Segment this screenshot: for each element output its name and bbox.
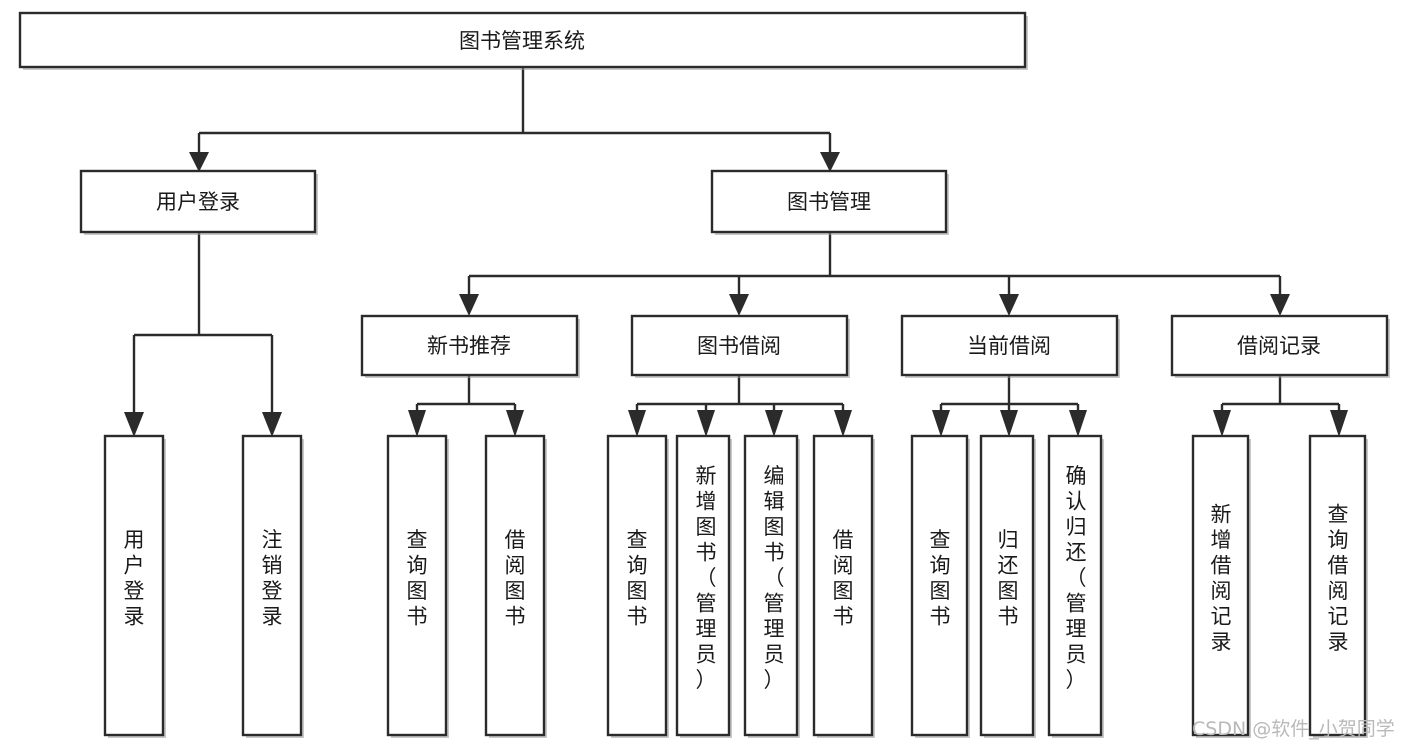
node-leaf-borrow-book-1[interactable]: 借阅图书 (484, 434, 547, 738)
node-leaf-borrow-book-2[interactable]: 借阅图书 (812, 434, 875, 738)
node-label-leaf-edit-book: 编辑图书（管理员） (764, 464, 785, 692)
node-label-leaf-user-login: 用户登录 (124, 528, 145, 629)
node-label-current-borrow: 当前借阅 (967, 334, 1051, 358)
node-label-leaf-borrow-book-2: 借阅图书 (833, 528, 854, 629)
arrow-icon (697, 410, 715, 437)
node-book-manage[interactable]: 图书管理 (710, 169, 949, 235)
node-book-borrow[interactable]: 图书借阅 (630, 314, 850, 378)
arrow-icon (834, 410, 852, 437)
node-leaf-edit-book[interactable]: 编辑图书（管理员） (743, 434, 800, 738)
node-current-borrow[interactable]: 当前借阅 (900, 314, 1120, 378)
arrow-icon (1000, 410, 1018, 437)
arrow-icon (729, 294, 749, 316)
node-label-leaf-user-logout: 注销登录 (262, 528, 283, 629)
arrow-icon (1213, 410, 1231, 437)
arrow-icon (124, 412, 144, 437)
node-label-leaf-confirm-return: 确认归还（管理员） (1066, 464, 1087, 692)
arrow-icon (765, 410, 783, 437)
arrowhead-group (124, 152, 1348, 437)
arrow-icon (1069, 410, 1087, 437)
node-label-root: 图书管理系统 (459, 29, 585, 53)
arrow-icon (820, 152, 840, 172)
node-label-leaf-query-record: 查询借阅记录 (1328, 502, 1349, 654)
arrow-icon (628, 410, 646, 437)
leaf-node-group: 用户登录 注销登录 查询图书 借阅图书 查询图书 (103, 434, 1368, 738)
node-label-leaf-add-record: 新增借阅记录 (1211, 502, 1232, 654)
node-leaf-user-logout[interactable]: 注销登录 (241, 434, 304, 738)
node-label-book-borrow: 图书借阅 (697, 334, 781, 358)
arrow-icon (262, 412, 282, 437)
node-leaf-user-login[interactable]: 用户登录 (103, 434, 166, 738)
arrow-icon (189, 152, 209, 172)
node-label-new-book-recommend: 新书推荐 (427, 334, 511, 358)
node-leaf-return-book[interactable]: 归还图书 (979, 434, 1036, 738)
node-label-book-manage: 图书管理 (787, 190, 871, 214)
arrow-icon (1330, 410, 1348, 437)
node-label-user-login: 用户登录 (156, 190, 240, 214)
node-leaf-query-book-1[interactable]: 查询图书 (386, 434, 449, 738)
arrow-icon (506, 410, 524, 437)
node-label-leaf-return-book: 归还图书 (998, 528, 1019, 629)
node-leaf-add-record[interactable]: 新增借阅记录 (1191, 434, 1251, 738)
node-leaf-query-book-2[interactable]: 查询图书 (606, 434, 669, 738)
arrow-icon (1270, 294, 1290, 316)
node-label-leaf-query-book-1: 查询图书 (407, 528, 428, 629)
node-label-leaf-query-book-2: 查询图书 (627, 528, 648, 629)
node-label-borrow-record: 借阅记录 (1237, 334, 1321, 358)
node-root[interactable]: 图书管理系统 (18, 11, 1028, 70)
node-leaf-add-book[interactable]: 新增图书（管理员） (675, 434, 732, 738)
node-leaf-confirm-return[interactable]: 确认归还（管理员） (1047, 434, 1104, 738)
arrow-icon (459, 294, 479, 316)
node-leaf-query-book-3[interactable]: 查询图书 (910, 434, 970, 738)
arrow-icon (932, 410, 950, 437)
arrow-icon (999, 294, 1019, 316)
node-label-leaf-borrow-book-1: 借阅图书 (505, 528, 526, 629)
node-label-leaf-add-book: 新增图书（管理员） (696, 464, 717, 692)
arrow-icon (408, 410, 426, 437)
node-label-leaf-query-book-3: 查询图书 (930, 528, 951, 629)
node-borrow-record[interactable]: 借阅记录 (1170, 314, 1390, 378)
node-new-book-recommend[interactable]: 新书推荐 (360, 314, 580, 378)
node-user-login[interactable]: 用户登录 (79, 169, 318, 235)
watermark-text: CSDN @软件_小贺同学 (1192, 718, 1395, 740)
node-leaf-query-record[interactable]: 查询借阅记录 (1308, 434, 1368, 738)
